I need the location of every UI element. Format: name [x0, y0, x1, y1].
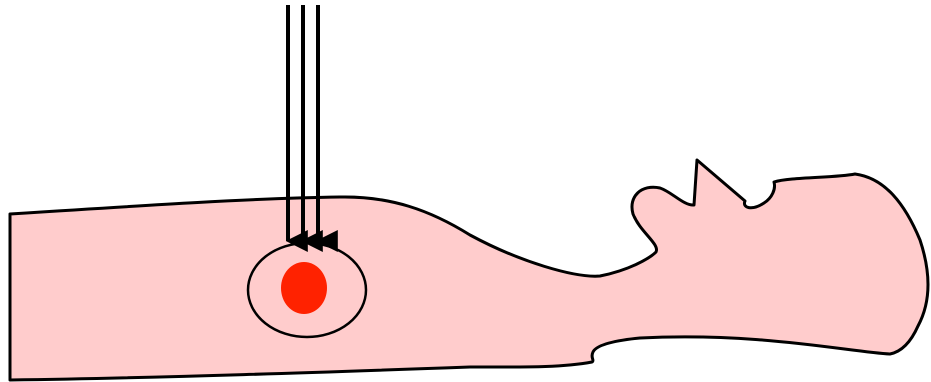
patient-body: [10, 160, 928, 380]
tumor-spot: [281, 262, 327, 314]
